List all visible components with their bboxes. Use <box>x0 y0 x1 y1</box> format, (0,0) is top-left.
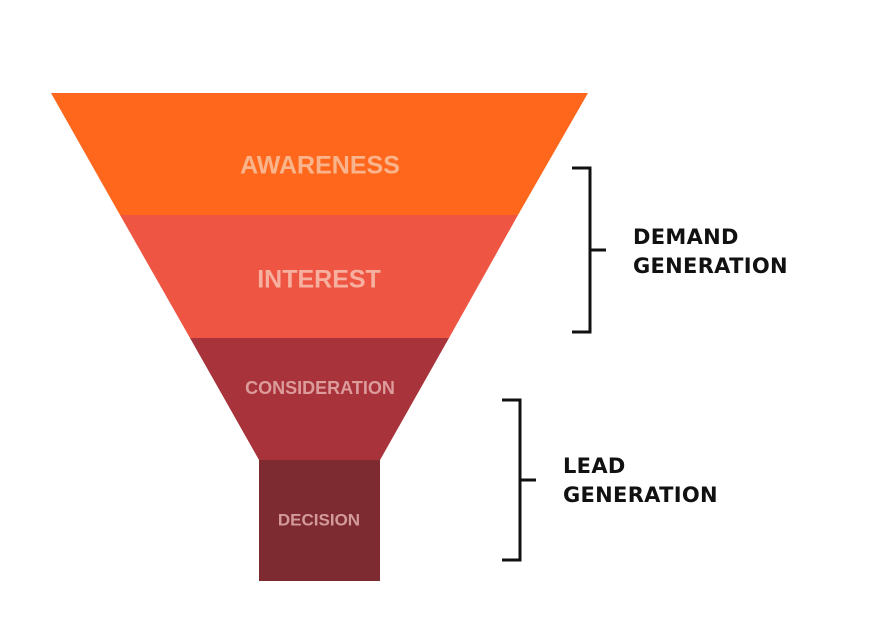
funnel-stage-decision <box>259 460 380 581</box>
funnel-stage-awareness <box>51 93 588 215</box>
stage-label-consideration: CONSIDERATION <box>245 378 395 398</box>
lead-generation-bracket <box>502 398 536 562</box>
demand-generation-bracket <box>572 166 606 334</box>
demand-generation-line2: GENERATION <box>633 254 788 278</box>
stage-label-interest: INTEREST <box>257 266 381 294</box>
lead-generation-line1: LEAD <box>563 454 626 478</box>
lead-generation-line2: GENERATION <box>563 483 718 507</box>
funnel-stage-consideration <box>190 338 449 460</box>
stage-label-decision: DECISION <box>278 510 360 529</box>
lead-generation-label: LEAD GENERATION <box>563 452 718 510</box>
stage-label-awareness: AWARENESS <box>240 152 400 180</box>
demand-generation-line1: DEMAND <box>633 225 739 249</box>
funnel-stage-interest <box>120 215 518 338</box>
demand-generation-label: DEMAND GENERATION <box>633 223 788 281</box>
